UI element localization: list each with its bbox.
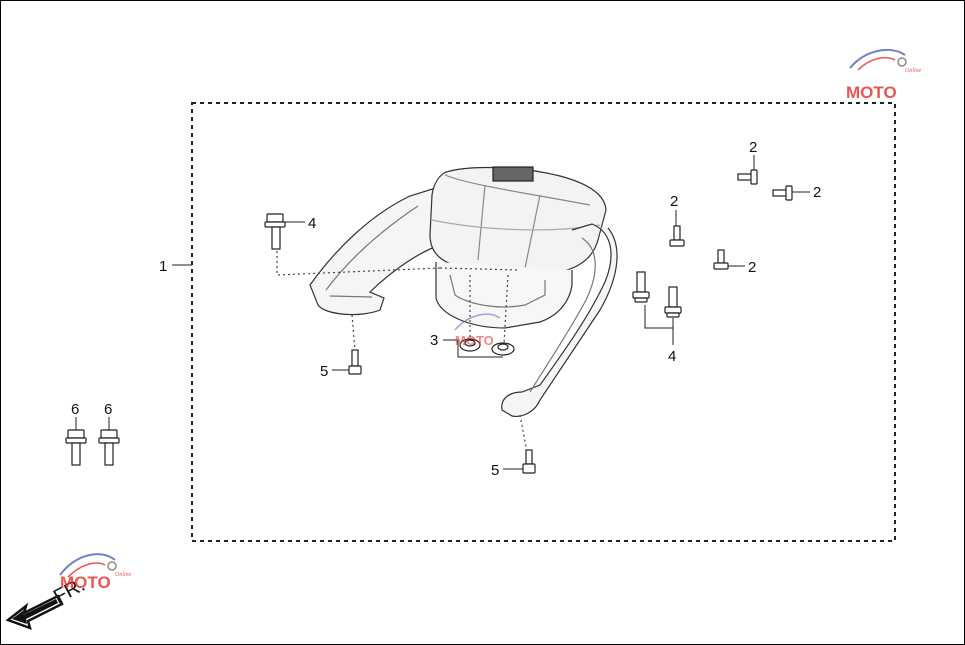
svg-text:Online: Online [115,572,132,578]
svg-text:MOTO: MOTO [846,83,897,102]
callout-2-low: 2 [748,259,756,276]
callout-4-left: 4 [308,215,316,232]
washer-item-3 [459,338,515,356]
bolt-item-5-left [348,349,362,375]
rack-base-plate [435,262,573,329]
bolt-item-4-right-b [664,286,682,318]
callout-3: 3 [430,332,438,349]
front-direction-arrow-icon [5,594,64,631]
rack-backrest-pad [429,166,607,274]
svg-text:Online: Online [905,68,922,74]
callout-2-top: 2 [749,139,757,156]
callout-1: 1 [159,258,167,275]
rear-carrier-rack [309,166,618,417]
bolt-item-2-top [737,169,758,185]
bolt-item-2-low [713,249,729,270]
bolt-item-2-mid [669,225,685,247]
leader-4-right [644,305,674,329]
callout-5-left: 5 [320,363,328,380]
bolt-item-4-left [264,213,286,250]
callout-2-mid: 2 [670,193,678,210]
bolt-item-6-b [98,429,120,466]
watermark-logo-bottom: MOTO Online [59,553,132,592]
bolt-item-5-lower [522,449,536,474]
svg-text:MOTO: MOTO [455,333,494,348]
watermark-logo-top: MOTO Online [846,48,922,102]
assembly-boundary [191,102,896,542]
install-lines [276,246,528,453]
callout-2-right: 2 [813,184,821,201]
bolt-item-4-right-a [632,271,650,303]
watermark-logo-center: MOTO [454,313,501,348]
callout-6-b: 6 [104,401,112,418]
callout-6-a: 6 [71,401,79,418]
bolt-item-6-a [65,429,87,466]
svg-text:MOTO: MOTO [60,573,111,592]
rack-right-arm [501,223,618,417]
callout-5-lower: 5 [491,462,499,479]
rack-left-arm [309,185,443,316]
bolt-item-2-right [772,185,793,201]
leader-3 [443,339,503,358]
callout-4-right: 4 [668,348,676,365]
